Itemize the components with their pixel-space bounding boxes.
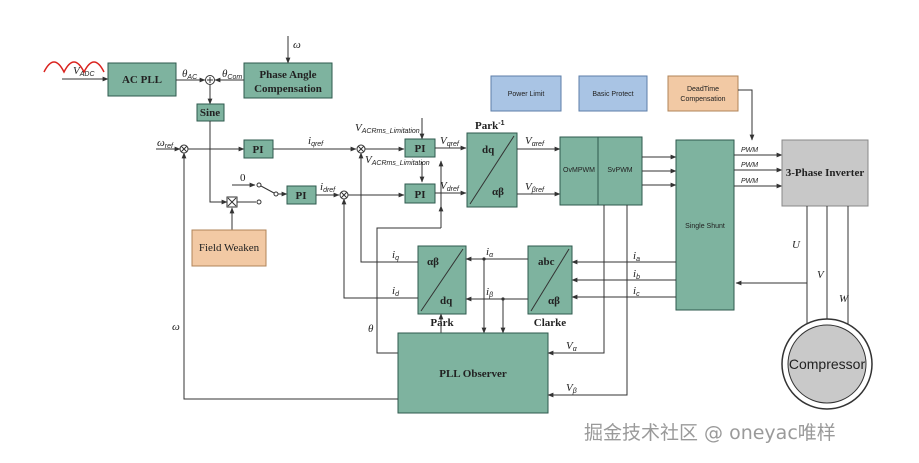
inverse-park-ab: αβ: [492, 186, 504, 198]
mode-switch: [256, 182, 279, 205]
valpha-label: Vα: [566, 340, 578, 353]
ovmpwm-block: [559, 136, 599, 206]
deadtime-label-2: Compensation: [680, 96, 725, 103]
ac-pll-label: AC PLL: [122, 74, 162, 86]
phase-w-label: W: [839, 293, 849, 305]
zero-label: 0: [240, 172, 246, 184]
inverse-park-dq: dq: [482, 144, 495, 156]
compressor: [781, 318, 873, 410]
ic-phase-label: ic: [633, 285, 640, 298]
deadtime-block: [667, 75, 739, 112]
iq-label: iq: [392, 249, 399, 262]
clarke-diag: [530, 248, 570, 312]
pll-observer-label: PLL Observer: [439, 368, 507, 380]
svpwm-block: [597, 136, 643, 206]
theta-label: θ: [368, 323, 374, 335]
compressor-label: Compressor: [789, 356, 866, 372]
vbeta-wire: [547, 205, 628, 398]
basic-protect-label: Basic Protect: [592, 91, 633, 98]
id-feedback-wire: [341, 198, 418, 299]
id-pi-label: PI: [415, 189, 426, 201]
watermark: 掘金技术社区 @ oneyac唯样: [584, 422, 836, 444]
pwm-label-1: PWM: [741, 147, 758, 154]
deadtime-wire: [738, 89, 755, 141]
iq-pi-label: PI: [415, 143, 426, 155]
omega-feedback-wire: [181, 152, 398, 400]
clarke-title: Clarke: [534, 317, 567, 329]
vdref-label: Vdref: [440, 180, 460, 193]
sum-junction-speed: [179, 144, 189, 154]
power-limit-block: [490, 75, 562, 112]
ib-phase-label: ib: [633, 268, 640, 281]
park-dq: dq: [440, 295, 453, 307]
sum-junction-theta: [205, 75, 215, 85]
multiplier: [226, 196, 238, 208]
inverse-park-diag: [469, 135, 515, 205]
power-limit-label: Power Limit: [508, 91, 545, 98]
single-shunt-block: [675, 139, 735, 311]
valpha-wire: [547, 205, 605, 356]
phase-angle-label-2: Compensation: [254, 83, 322, 95]
pwm-label-2: PWM: [741, 162, 758, 169]
basic-protect-block: [578, 75, 648, 112]
single-shunt-label: Single Shunt: [685, 223, 725, 230]
ovmpwm-label: OvMPWM: [563, 167, 595, 174]
clarke-ab: αβ: [548, 295, 560, 307]
vbref-label: Vβref: [525, 181, 545, 194]
park-ab: αβ: [427, 256, 439, 268]
id-label: id: [392, 285, 400, 298]
ialpha-label: iα: [486, 246, 494, 259]
field-weaken-block: [191, 229, 267, 267]
phase-u-label: U: [792, 239, 801, 251]
clarke-abc: abc: [538, 256, 555, 268]
inverse-park-title: Park-1: [475, 120, 505, 132]
pll-observer-block: [397, 332, 549, 414]
theta-com-label: θCom: [222, 68, 242, 81]
phase-angle-compensation-block: [243, 62, 333, 99]
park-title: Park: [430, 317, 454, 329]
idref-label: idref: [320, 181, 336, 194]
vac-lim-mid-label: VACRms_Limitation: [365, 154, 430, 167]
vac-lim-top-label: VACRms_Limitation: [355, 122, 420, 135]
iqref-label: iqref: [308, 135, 324, 148]
theta-wire: [376, 227, 441, 354]
omega-top-label: ω: [293, 39, 301, 51]
varef-label: Vαref: [525, 135, 545, 148]
phase-angle-label-1: Phase Angle: [259, 69, 316, 81]
field-weaken-label: Field Weaken: [199, 242, 260, 254]
vbeta-label: Vβ: [566, 382, 577, 395]
ia-phase-label: ia: [633, 250, 640, 263]
vadc-label: VADC: [73, 65, 95, 78]
flux-pi-label: PI: [296, 190, 307, 202]
ibeta-label: iβ: [486, 286, 493, 299]
park-diag: [420, 248, 464, 312]
phase-v-label: V: [817, 269, 825, 281]
iq-feedback-wire: [358, 152, 418, 263]
inverter-block: [781, 139, 869, 207]
deadtime-label-1: DeadTime: [687, 86, 719, 93]
speed-pi-label: PI: [253, 144, 264, 156]
sum-junction-iq: [356, 144, 366, 154]
sine-to-mult-wire: [209, 121, 228, 205]
ac-input-wave: [43, 61, 105, 74]
svpwm-label: SvPWM: [607, 167, 632, 174]
pwm-label-3: PWM: [741, 178, 758, 185]
sum-junction-id: [339, 190, 349, 200]
inverter-label: 3-Phase Inverter: [786, 167, 865, 179]
ac-pll-block: [107, 62, 177, 97]
theta-ac-label: θAC: [182, 68, 198, 81]
omega-ref-label: ωref: [157, 137, 174, 150]
vqref-label: Vqref: [440, 135, 460, 148]
omega-feedback-label: ω: [172, 321, 180, 333]
sine-label: Sine: [200, 107, 220, 119]
